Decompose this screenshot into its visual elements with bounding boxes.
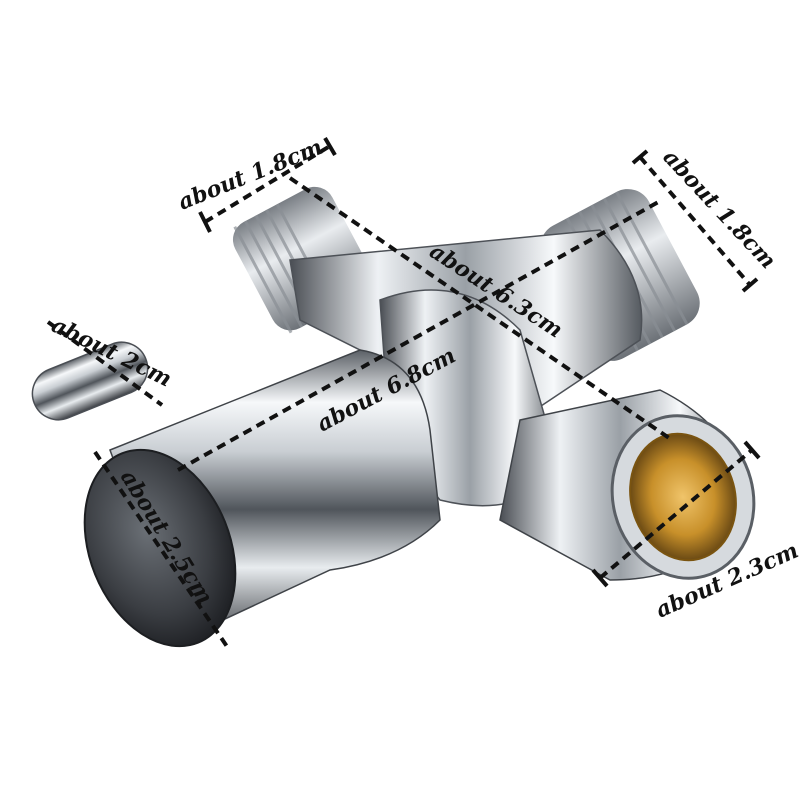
inlet-cylinder	[499, 389, 756, 581]
knob-stem	[31, 341, 149, 421]
dim-line-overall	[177, 198, 663, 472]
dim-line-main-body	[288, 176, 674, 442]
dim-line-knob	[46, 320, 164, 407]
dimension-lines	[46, 136, 761, 650]
knob-end-cap	[83, 448, 237, 648]
dim-line-right-outlet	[638, 155, 752, 287]
dim-line-knob-diameter	[93, 450, 230, 650]
knob-cylinder	[83, 349, 441, 648]
product-body	[31, 186, 756, 648]
dim-line-inlet	[598, 448, 754, 580]
dim-line-left-outlet	[203, 144, 332, 224]
